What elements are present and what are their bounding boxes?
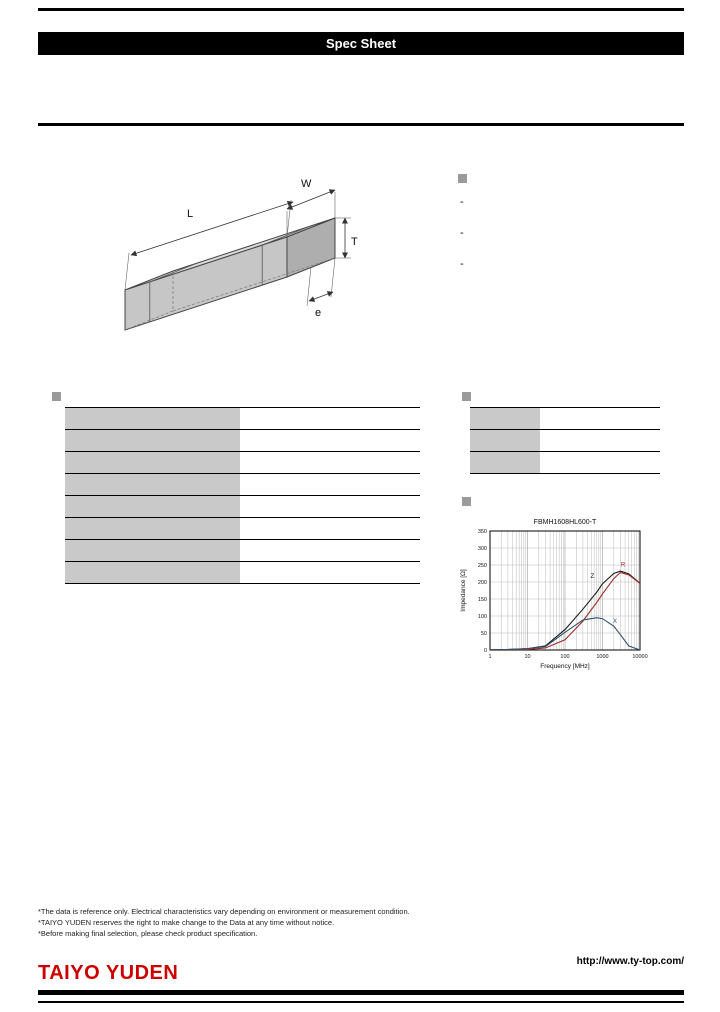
hidden-edge [172,257,336,312]
series-label-R: R [621,563,626,569]
table-row [470,451,660,473]
y-tick-label: 0 [484,648,487,654]
dimension-label-length: L [187,208,193,220]
series-label-Z: Z [591,574,595,580]
table-cell-label [65,408,240,429]
table-row [65,561,420,583]
dimension-line-length [130,200,294,257]
table-cell-value [240,474,420,495]
series-curve-X [490,617,640,650]
table-cell-value [240,540,420,561]
chip-front-face [124,236,288,331]
extension-line [286,199,292,238]
dimension-line-width [286,189,336,210]
table-cell-label [65,430,240,451]
feature-item: - [460,258,464,270]
table-cell-label [470,430,540,451]
y-axis-title: Impedance [Ω] [460,569,467,612]
table-row [470,407,660,429]
y-tick-label: 200 [478,580,487,586]
y-tick-label: 50 [481,631,487,637]
table-cell-label [65,474,240,495]
table-row [65,495,420,517]
chart-section-bullet-icon [462,497,471,506]
feature-item: - [460,196,464,208]
dimension-line-electrode [308,291,334,302]
table-row [65,473,420,495]
features-section-bullet-icon [458,174,467,183]
dimension-label-width: W [301,178,312,190]
table-cell-value [540,452,660,473]
y-tick-label: 250 [478,563,487,569]
header-bar: Spec Sheet [38,32,684,55]
table-cell-value [240,408,420,429]
spec-table [65,407,420,584]
top-rule [38,8,684,11]
y-tick-label: 150 [478,597,487,603]
footnotes: *The data is reference only. Electrical … [38,906,410,939]
bottom-rule-thick [38,990,684,995]
x-tick-label: 1000 [596,654,608,660]
table-cell-label [65,518,240,539]
table-row [65,451,420,473]
header-divider-rule [38,123,684,126]
table-cell-value [240,518,420,539]
spec-section-bullet-icon [52,392,61,401]
table-cell-label [65,540,240,561]
table-cell-value [540,430,660,451]
y-tick-label: 300 [478,546,487,552]
table-cell-label [65,496,240,517]
x-tick-label: 1 [488,654,491,660]
plot-border [489,530,641,651]
y-tick-label: 100 [478,614,487,620]
table-cell-label [65,452,240,473]
y-tick-label: 350 [478,529,487,535]
brand-logo: TAIYO YUDEN [38,962,179,984]
table-cell-label [470,408,540,429]
characteristics-section-bullet-icon [462,392,471,401]
website-link[interactable]: http://www.ty-top.com/ [576,956,684,967]
table-row [65,429,420,451]
extension-line [306,266,312,307]
table-cell-label [65,562,240,583]
table-row [65,407,420,429]
table-cell-value [540,408,660,429]
table-row [470,429,660,451]
table-cell-value [240,496,420,517]
series-label-X: X [613,619,617,625]
table-cell-value [240,430,420,451]
bottom-rule-thin [38,1001,684,1003]
table-cell-label [470,452,540,473]
footnote-line: *TAIYO YUDEN reserves the right to make … [38,918,335,927]
feature-item: - [460,227,464,239]
dimension-label-electrode: e [315,307,321,319]
table-row [65,539,420,561]
x-tick-label: 10 [524,654,530,660]
extension-line [124,252,130,291]
terminal-line [149,262,198,283]
dimension-label-thickness: T [351,236,358,248]
footnote-line: *The data is reference only. Electrical … [38,907,410,916]
component-dimension-diagram: L W T e [124,178,358,331]
series-curve-R [490,571,640,650]
table-row [65,517,420,539]
footnote-line: *Before making final selection, please c… [38,929,258,938]
characteristics-table [470,407,660,474]
x-axis-title: Frequency [MHz] [540,663,590,670]
extension-line [330,257,336,298]
feature-list: - - - [460,196,660,289]
table-cell-value [240,562,420,583]
x-tick-label: 100 [560,654,569,660]
table-cell-value [240,452,420,473]
x-tick-label: 10000 [632,654,647,660]
chart-title: FBMH1608HL600-T [534,519,597,526]
hidden-edge [124,310,174,331]
